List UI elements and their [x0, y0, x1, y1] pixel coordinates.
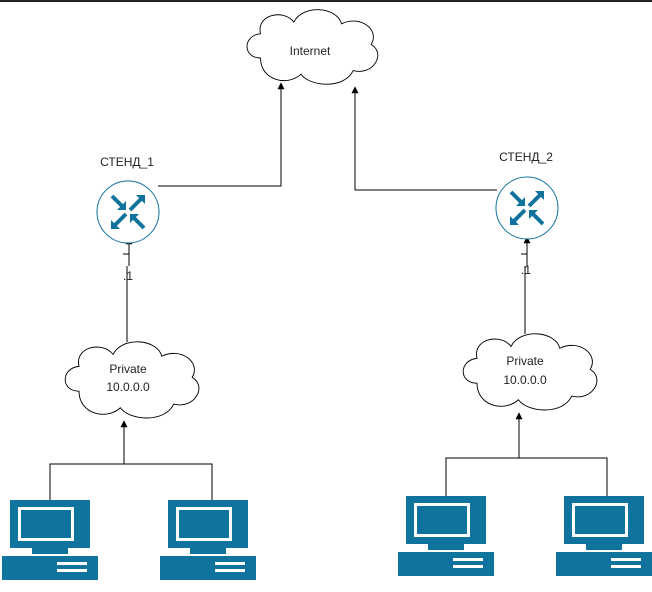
computer-icon — [160, 500, 256, 580]
internet-label: Internet — [290, 44, 331, 58]
computer-icon — [556, 496, 652, 576]
computer-icon — [2, 500, 98, 580]
stand2-router: СТЕНД_2 .1 — [494, 150, 560, 277]
private2-cloud: Private 10.0.0.0 — [462, 333, 598, 411]
link-stand1-internet — [158, 82, 285, 187]
stand2-label: СТЕНД_2 — [499, 150, 553, 164]
stand1-port-label: .1 — [123, 269, 133, 283]
router-icon — [95, 179, 161, 245]
private1-line2: 10.0.0.0 — [106, 380, 150, 394]
private1-line1: Private — [109, 362, 147, 376]
link-stand2-internet — [351, 86, 497, 191]
private2-line2: 10.0.0.0 — [503, 373, 547, 387]
stand1-label: СТЕНД_1 — [100, 155, 154, 169]
private1-cloud: Private 10.0.0.0 — [64, 341, 200, 419]
private2-line1: Private — [506, 354, 544, 368]
top-border — [0, 0, 652, 2]
computer-icon — [398, 496, 494, 576]
internet-cloud: Internet — [246, 9, 379, 85]
stand2-port-label: .1 — [521, 263, 531, 277]
link-pcs2-private2 — [445, 457, 608, 512]
router-icon — [494, 175, 560, 241]
connectors — [49, 82, 608, 512]
port-ticks — [123, 253, 528, 266]
stand1-router: СТЕНД_1 .1 — [95, 155, 161, 283]
link-pcs1-private1 — [49, 463, 213, 512]
